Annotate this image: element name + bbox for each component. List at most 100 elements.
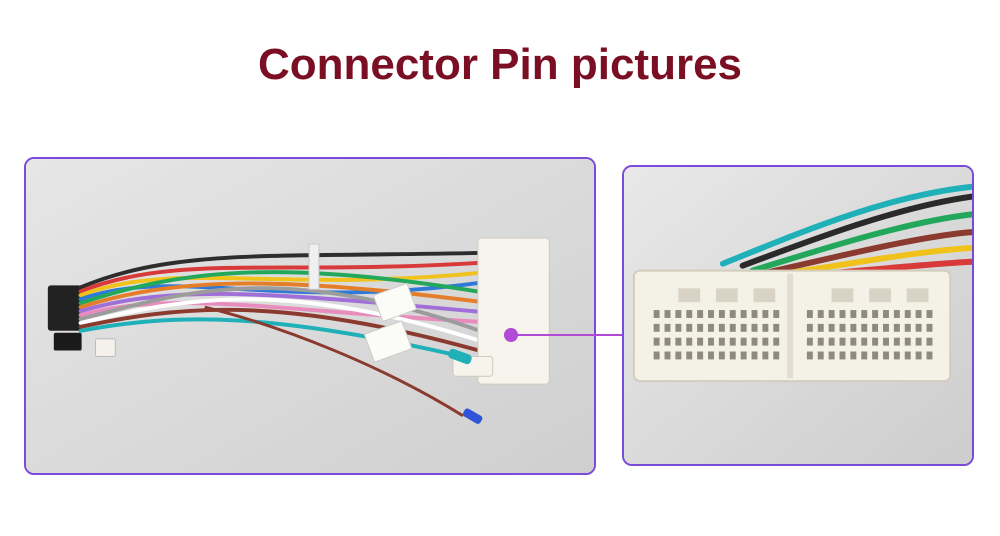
pin-hole xyxy=(675,310,682,318)
pin-hole xyxy=(708,351,714,360)
pin-hole xyxy=(740,323,747,332)
pin-hole xyxy=(729,323,736,332)
pin-hole xyxy=(653,310,660,318)
callout-dot xyxy=(504,328,518,342)
pin-hole xyxy=(828,337,835,346)
pin-hole xyxy=(831,288,854,303)
harness-wire xyxy=(78,270,485,306)
pin-hole xyxy=(664,323,671,332)
pin-hole xyxy=(883,323,889,332)
pin-hole xyxy=(729,337,736,346)
pin-hole xyxy=(817,337,824,346)
pin-hole xyxy=(653,337,660,346)
pin-hole xyxy=(697,310,704,318)
pin-hole xyxy=(664,337,671,346)
pin-hole xyxy=(762,310,769,318)
harness-photo-panel xyxy=(24,157,596,475)
pin-hole xyxy=(839,337,846,346)
pin-hole xyxy=(806,337,813,346)
pin-hole xyxy=(664,351,671,360)
harness-wire xyxy=(78,270,485,298)
harness-wire xyxy=(78,297,485,344)
pin-hole xyxy=(904,351,911,360)
pin-hole xyxy=(883,337,889,346)
pin-hole xyxy=(806,323,813,332)
pin-hole xyxy=(872,351,879,360)
page-title: Connector Pin pictures xyxy=(257,40,743,89)
pin-hole xyxy=(906,288,929,303)
pin-hole xyxy=(861,337,868,346)
pin-hole xyxy=(718,337,725,346)
pin-hole xyxy=(686,337,693,346)
pin-hole xyxy=(861,323,868,332)
pin-hole xyxy=(850,351,857,360)
pin-hole xyxy=(839,310,846,318)
pin-hole xyxy=(678,288,701,303)
pin-hole xyxy=(893,323,900,332)
pin-hole xyxy=(718,310,725,318)
pin-hole xyxy=(828,323,835,332)
pin-hole xyxy=(904,310,911,318)
pin-hole xyxy=(686,351,693,360)
pin-hole xyxy=(751,351,758,360)
harness-wire xyxy=(78,260,485,294)
pin-hole xyxy=(839,323,846,332)
pin-hole xyxy=(773,310,780,318)
pin-hole xyxy=(872,323,879,332)
pin-hole xyxy=(708,310,714,318)
pin-hole xyxy=(751,323,758,332)
pin-hole xyxy=(806,351,813,360)
callout-line xyxy=(510,334,622,336)
pin-hole xyxy=(729,310,736,318)
pin-hole xyxy=(718,351,725,360)
pin-hole xyxy=(915,310,922,318)
pin-hole xyxy=(828,310,835,318)
pin-hole xyxy=(915,351,922,360)
pin-hole xyxy=(697,351,704,360)
pin-hole xyxy=(675,323,682,332)
pin-hole xyxy=(751,310,758,318)
connector-closeup-panel xyxy=(622,165,974,466)
pin-hole xyxy=(653,323,660,332)
pin-hole xyxy=(915,337,922,346)
pin-hole xyxy=(861,351,868,360)
pin-hole xyxy=(926,337,933,346)
pin-hole xyxy=(850,310,857,318)
pin-hole xyxy=(762,351,769,360)
pin-hole xyxy=(926,323,933,332)
pin-hole xyxy=(915,323,922,332)
connector-pin-closeup-photo xyxy=(624,167,972,464)
pin-hole xyxy=(708,337,714,346)
pin-hole xyxy=(751,337,758,346)
pin-hole xyxy=(893,310,900,318)
harness-wire xyxy=(78,250,485,290)
pin-hole xyxy=(926,310,933,318)
pin-hole xyxy=(817,310,824,318)
pin-hole xyxy=(740,351,747,360)
pin-hole xyxy=(850,323,857,332)
pin-hole xyxy=(773,351,780,360)
pin-hole xyxy=(675,351,682,360)
pin-hole xyxy=(872,310,879,318)
pin-hole xyxy=(773,323,780,332)
pin-hole xyxy=(904,323,911,332)
pin-hole xyxy=(697,337,704,346)
pin-hole xyxy=(708,323,714,332)
pin-hole xyxy=(872,337,879,346)
pin-hole xyxy=(686,310,693,318)
pin-hole xyxy=(904,337,911,346)
pin-hole xyxy=(861,310,868,318)
pin-hole xyxy=(675,337,682,346)
pin-hole xyxy=(839,351,846,360)
pin-hole xyxy=(850,337,857,346)
pin-hole xyxy=(762,337,769,346)
pin-hole xyxy=(740,337,747,346)
pin-hole xyxy=(869,288,891,303)
pin-hole xyxy=(806,310,813,318)
pin-hole xyxy=(729,351,736,360)
pin-hole xyxy=(718,323,725,332)
pin-hole xyxy=(697,323,704,332)
pin-hole xyxy=(883,351,889,360)
pin-hole xyxy=(817,351,824,360)
pin-hole xyxy=(753,288,776,303)
